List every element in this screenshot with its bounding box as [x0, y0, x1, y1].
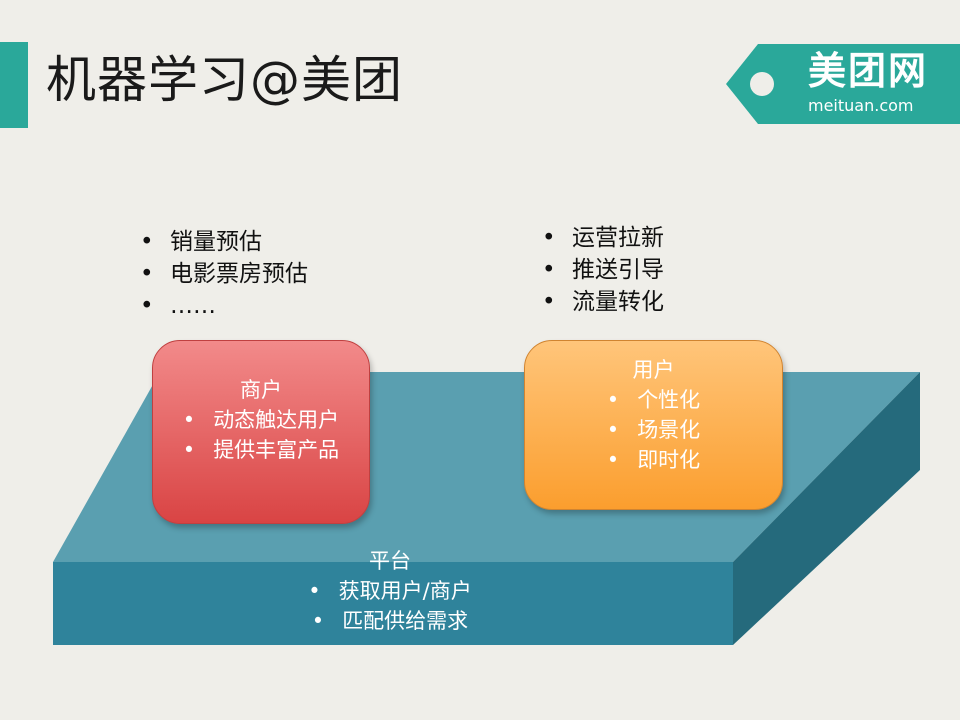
- title-accent-bar: [0, 42, 28, 128]
- user-box-title: 用户: [632, 358, 675, 382]
- list-item: 动态触达用户: [153, 405, 369, 435]
- platform-side-face: [733, 372, 920, 645]
- list-item: 电影票房预估: [140, 258, 308, 290]
- logo-hole-icon: [750, 72, 774, 96]
- logo-domain: meituan.com: [808, 96, 914, 115]
- merchant-goals-list: 销量预估 电影票房预估 ……: [140, 226, 308, 322]
- logo-name: 美团网: [808, 49, 929, 93]
- list-item: 匹配供给需求: [270, 606, 510, 636]
- list-item: 运营拉新: [542, 222, 664, 254]
- slide-title: 机器学习@美团: [46, 51, 403, 109]
- list-item: 销量预估: [140, 226, 308, 258]
- user-goals-list: 运营拉新 推送引导 流量转化: [542, 222, 664, 318]
- list-item: 即时化: [525, 445, 782, 475]
- platform-label: 平台 获取用户/商户 匹配供给需求: [270, 546, 510, 636]
- list-item: 推送引导: [542, 254, 664, 286]
- list-item: 个性化: [525, 385, 782, 415]
- list-item: 流量转化: [542, 286, 664, 318]
- list-item: 获取用户/商户: [270, 576, 510, 606]
- list-item: 场景化: [525, 415, 782, 445]
- list-item: ……: [140, 290, 308, 322]
- user-box: 用户 个性化 场景化 即时化: [524, 340, 783, 510]
- platform-title: 平台: [369, 549, 411, 573]
- list-item: 提供丰富产品: [153, 435, 369, 465]
- merchant-box: 商户 动态触达用户 提供丰富产品: [152, 340, 370, 524]
- merchant-box-title: 商户: [240, 378, 282, 402]
- meituan-logo: [726, 44, 960, 124]
